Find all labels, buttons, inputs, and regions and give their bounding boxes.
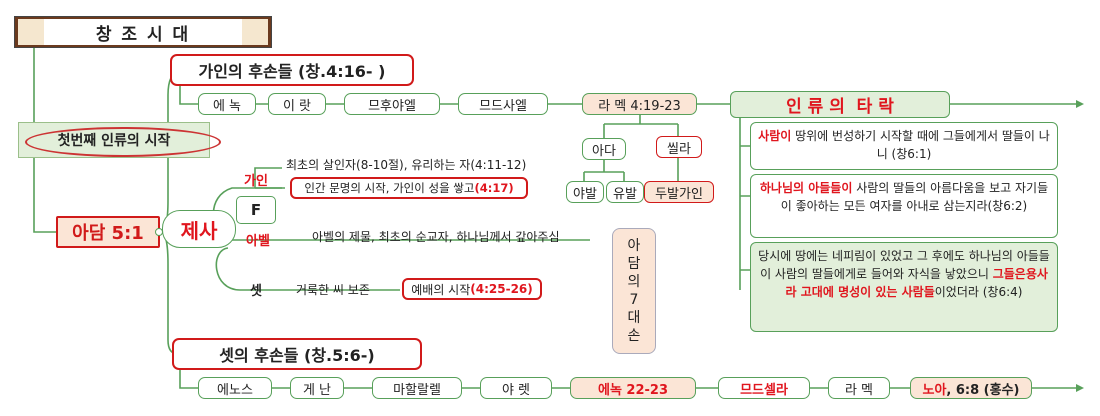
cain-description-1: 최초의 살인자(8-10절), 유리하는 자(4:11-12) <box>286 158 527 172</box>
cain-line-mehujael[interactable]: 므후야엘 <box>344 93 440 115</box>
abel-label: 아벨 <box>246 234 270 249</box>
jubal-node[interactable]: 유발 <box>606 181 644 203</box>
fall-note-3-text-a: 당시에 땅에는 네피림이 있었고 그 후에도 하나님의 아들들이 사람의 딸들에… <box>758 249 1050 281</box>
abel-description: 아벨의 제물, 최초의 순교자, 하나님께서 갚아주심 <box>312 230 560 244</box>
fall-note-2-highlight: 하나님의 아들들이 <box>759 181 853 195</box>
seth-label: 셋 <box>250 284 262 299</box>
sacrifice-node[interactable]: 제사 <box>162 210 236 248</box>
seventh-char-1: 아 <box>627 238 641 254</box>
title-banner-left-cap <box>18 19 44 45</box>
seventh-char-6: 손 <box>627 328 641 344</box>
cain-civilization-ref: (4:17) <box>474 181 514 195</box>
title-banner-right-cap <box>242 19 268 45</box>
seventh-char-2: 담 <box>627 256 641 272</box>
fall-note-3: 당시에 땅에는 네피림이 있었고 그 후에도 하나님의 아들들이 사람의 딸들에… <box>750 242 1058 332</box>
first-humanity-text: 첫번째 인류의 시작 <box>57 133 171 149</box>
cain-line-methushael[interactable]: 므드사엘 <box>458 93 548 115</box>
worship-start-box[interactable]: 예배의 시작(4:25-26) <box>402 278 542 300</box>
seth-line-kenan[interactable]: 게 난 <box>290 377 344 399</box>
noah-ref: , 6:8 (홍수) <box>946 382 1020 398</box>
seth-line-noah[interactable]: 노아, 6:8 (홍수) <box>910 377 1032 399</box>
seth-line-enoch[interactable]: 에녹 22-23 <box>570 377 696 399</box>
fall-note-2-text: 사람의 딸들의 아름다움을 보고 자기들이 좋아하는 모든 여자를 아내로 삼는… <box>780 181 1049 213</box>
noah-name: 노아 <box>922 382 947 398</box>
seth-line-methuselah[interactable]: 므드셀라 <box>718 377 810 399</box>
zillah-node[interactable]: 씰라 <box>656 136 702 158</box>
fall-note-3-highlight: 그들은용사라 고대에 명성이 있는 사람들 <box>785 267 1048 299</box>
seth-line-enosh[interactable]: 에노스 <box>198 377 272 399</box>
fall-note-1: 사람이 땅위에 번성하기 시작할 때에 그들에게서 딸들이 나니 (창6:1) <box>750 122 1058 170</box>
seth-description: 거룩한 씨 보존 <box>296 283 370 297</box>
cain-civilization-text: 인간 문명의 시작, 가인이 성을 쌓고 <box>304 181 475 195</box>
first-humanity-label: 첫번째 인류의 시작 <box>18 122 221 158</box>
cain-civilization-box[interactable]: 인간 문명의 시작, 가인이 성을 쌓고(4:17) <box>290 177 528 199</box>
adam-node[interactable]: 아담 5:1 <box>56 216 160 248</box>
cain-line-irad[interactable]: 이 랏 <box>268 93 326 115</box>
seth-line-mahalalel[interactable]: 마할랄렐 <box>372 377 462 399</box>
seventh-char-5: 대 <box>627 310 641 326</box>
era-title: 창 조 시 대 <box>44 19 242 45</box>
seventh-char-4: 7 <box>629 292 639 308</box>
fall-of-humanity-title[interactable]: 인 류 의 타 락 <box>730 91 950 118</box>
f-box: F <box>236 196 276 224</box>
worship-start-ref: (4:25-26) <box>470 282 533 296</box>
cain-descendants-title[interactable]: 가인의 후손들 (창.4:16- ) <box>170 54 414 86</box>
seth-line-jared[interactable]: 야 렛 <box>480 377 552 399</box>
adam-seventh-descendant: 아 담 의 7 대 손 <box>612 228 656 354</box>
cain-label: 가인 <box>244 174 268 189</box>
seventh-char-3: 의 <box>627 274 641 290</box>
worship-start-text: 예배의 시작 <box>411 282 471 297</box>
tubal-cain-node[interactable]: 두발가인 <box>644 181 714 203</box>
red-ellipse <box>25 127 221 157</box>
fall-note-2: 하나님의 아들들이 사람의 딸들의 아름다움을 보고 자기들이 좋아하는 모든 … <box>750 174 1058 238</box>
cain-line-enoch[interactable]: 에 녹 <box>198 93 256 115</box>
jabal-node[interactable]: 야발 <box>566 181 604 203</box>
fall-note-1-highlight: 사람이 <box>758 129 792 143</box>
fall-note-1-text: 땅위에 번성하기 시작할 때에 그들에게서 딸들이 나니 (창6:1) <box>791 129 1050 161</box>
fall-note-3-text-b: 이었더라 (창6:4) <box>934 285 1023 299</box>
seth-descendants-title[interactable]: 셋의 후손들 (창.5:6-) <box>172 338 422 370</box>
adah-node[interactable]: 아다 <box>582 138 626 160</box>
seth-line-lamech[interactable]: 라 멕 <box>828 377 890 399</box>
lamech-node[interactable]: 라 멕 4:19-23 <box>582 93 697 115</box>
